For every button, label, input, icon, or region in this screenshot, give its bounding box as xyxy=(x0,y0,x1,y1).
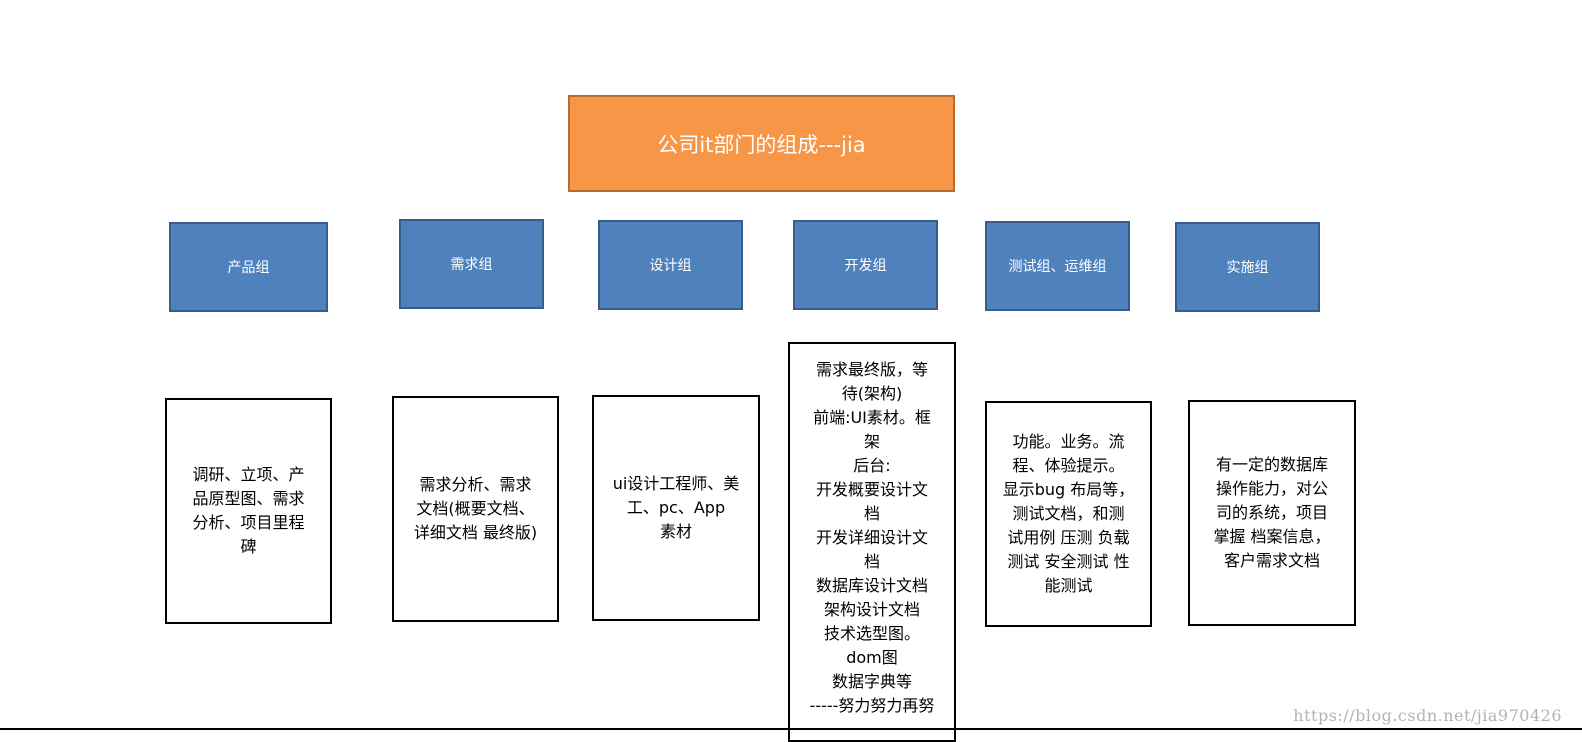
root-node-label: 公司it部门的组成---jia xyxy=(657,132,866,157)
description-box-development: 需求最终版，等 待(架构) 前端:UI素材。框 架 后台: 开发概要设计文 档 … xyxy=(788,342,956,742)
group-node-label: 产品组 xyxy=(227,260,270,276)
group-node-implementation: 实施组 xyxy=(1175,222,1320,312)
description-line: 开发概要设计文 xyxy=(815,480,928,499)
description-line: 需求最终版，等 xyxy=(815,360,928,379)
description-line: 测试文档，和测 xyxy=(1012,504,1125,523)
description-line: ui设计工程师、美 xyxy=(612,474,740,493)
description-line: 待(架构) xyxy=(841,384,903,403)
description-line: 能测试 xyxy=(1044,576,1093,595)
description-line: 分析、项目里程 xyxy=(192,513,305,532)
description-line: 架 xyxy=(863,432,880,451)
group-node-label: 测试组、运维组 xyxy=(1008,259,1107,275)
description-line: 档 xyxy=(863,504,880,523)
description-line: 掌握 档案信息， xyxy=(1213,527,1331,546)
description-line: 需求分析、需求 xyxy=(419,475,532,494)
description-line: 开发详细设计文 xyxy=(815,528,928,547)
group-node-label: 设计组 xyxy=(649,258,692,274)
description-line: 试用例 压测 负载 xyxy=(1007,528,1130,547)
description-line: 品原型图、需求 xyxy=(192,489,305,508)
description-box-implementation: 有一定的数据库 操作能力，对公 司的系统，项目 掌握 档案信息， 客户需求文档 xyxy=(1188,400,1356,626)
watermark-text: https://blog.csdn.net/jia970426 xyxy=(1293,706,1562,725)
group-node-development: 开发组 xyxy=(793,220,938,310)
group-node-product: 产品组 xyxy=(169,222,328,312)
description-line: 司的系统，项目 xyxy=(1215,503,1328,522)
description-text: 需求分析、需求 文档(概要文档、 详细文档 最终版) xyxy=(414,473,537,545)
group-node-label: 实施组 xyxy=(1226,260,1269,276)
description-line: -----努力努力再努 xyxy=(809,696,935,715)
description-line: 素材 xyxy=(659,522,692,541)
group-node-label: 开发组 xyxy=(844,258,887,274)
group-node-testing-ops: 测试组、运维组 xyxy=(985,221,1130,311)
description-box-testing-ops: 功能。业务。流 程、体验提示。 显示bug 布局等， 测试文档，和测 试用例 压… xyxy=(985,401,1152,627)
description-line: dom图 xyxy=(846,648,898,667)
root-node: 公司it部门的组成---jia xyxy=(568,95,955,192)
description-text: 功能。业务。流 程、体验提示。 显示bug 布局等， 测试文档，和测 试用例 压… xyxy=(1003,430,1135,598)
description-box-requirements: 需求分析、需求 文档(概要文档、 详细文档 最终版) xyxy=(392,396,559,622)
description-line: 后台: xyxy=(853,456,891,475)
description-line: 技术选型图。 xyxy=(823,624,920,643)
description-line: 架构设计文档 xyxy=(823,600,920,619)
description-line: 调研、立项、产 xyxy=(192,465,305,484)
description-line: 测试 安全测试 性 xyxy=(1007,552,1130,571)
description-text: 调研、立项、产 品原型图、需求 分析、项目里程 碑 xyxy=(192,463,304,559)
description-line: 档 xyxy=(863,552,880,571)
description-line: 数据库设计文档 xyxy=(815,576,928,595)
description-line: 数据字典等 xyxy=(831,672,912,691)
description-text: ui设计工程师、美 工、pc、App 素材 xyxy=(613,472,740,544)
description-text: 有一定的数据库 操作能力，对公 司的系统，项目 掌握 档案信息， 客户需求文档 xyxy=(1213,453,1330,573)
description-line: 工、pc、App xyxy=(626,498,726,517)
description-text: 需求最终版，等 待(架构) 前端:UI素材。框 架 后台: 开发概要设计文 档 … xyxy=(810,358,935,718)
group-node-requirements: 需求组 xyxy=(399,219,544,309)
group-node-design: 设计组 xyxy=(598,220,743,310)
description-line: 有一定的数据库 xyxy=(1215,455,1328,474)
description-line: 功能。业务。流 xyxy=(1012,432,1125,451)
description-line: 前端:UI素材。框 xyxy=(813,408,931,427)
group-node-label: 需求组 xyxy=(450,257,493,273)
description-box-design: ui设计工程师、美 工、pc、App 素材 xyxy=(592,395,760,621)
bottom-divider xyxy=(0,728,1582,730)
description-line: 操作能力，对公 xyxy=(1215,479,1328,498)
description-line: 详细文档 最终版) xyxy=(413,523,538,542)
description-line: 碑 xyxy=(240,537,257,556)
description-line: 客户需求文档 xyxy=(1223,551,1320,570)
description-line: 文档(概要文档、 xyxy=(416,499,535,518)
description-line: 显示bug 布局等， xyxy=(1002,480,1135,499)
description-line: 程、体验提示。 xyxy=(1012,456,1125,475)
description-box-product: 调研、立项、产 品原型图、需求 分析、项目里程 碑 xyxy=(165,398,332,624)
